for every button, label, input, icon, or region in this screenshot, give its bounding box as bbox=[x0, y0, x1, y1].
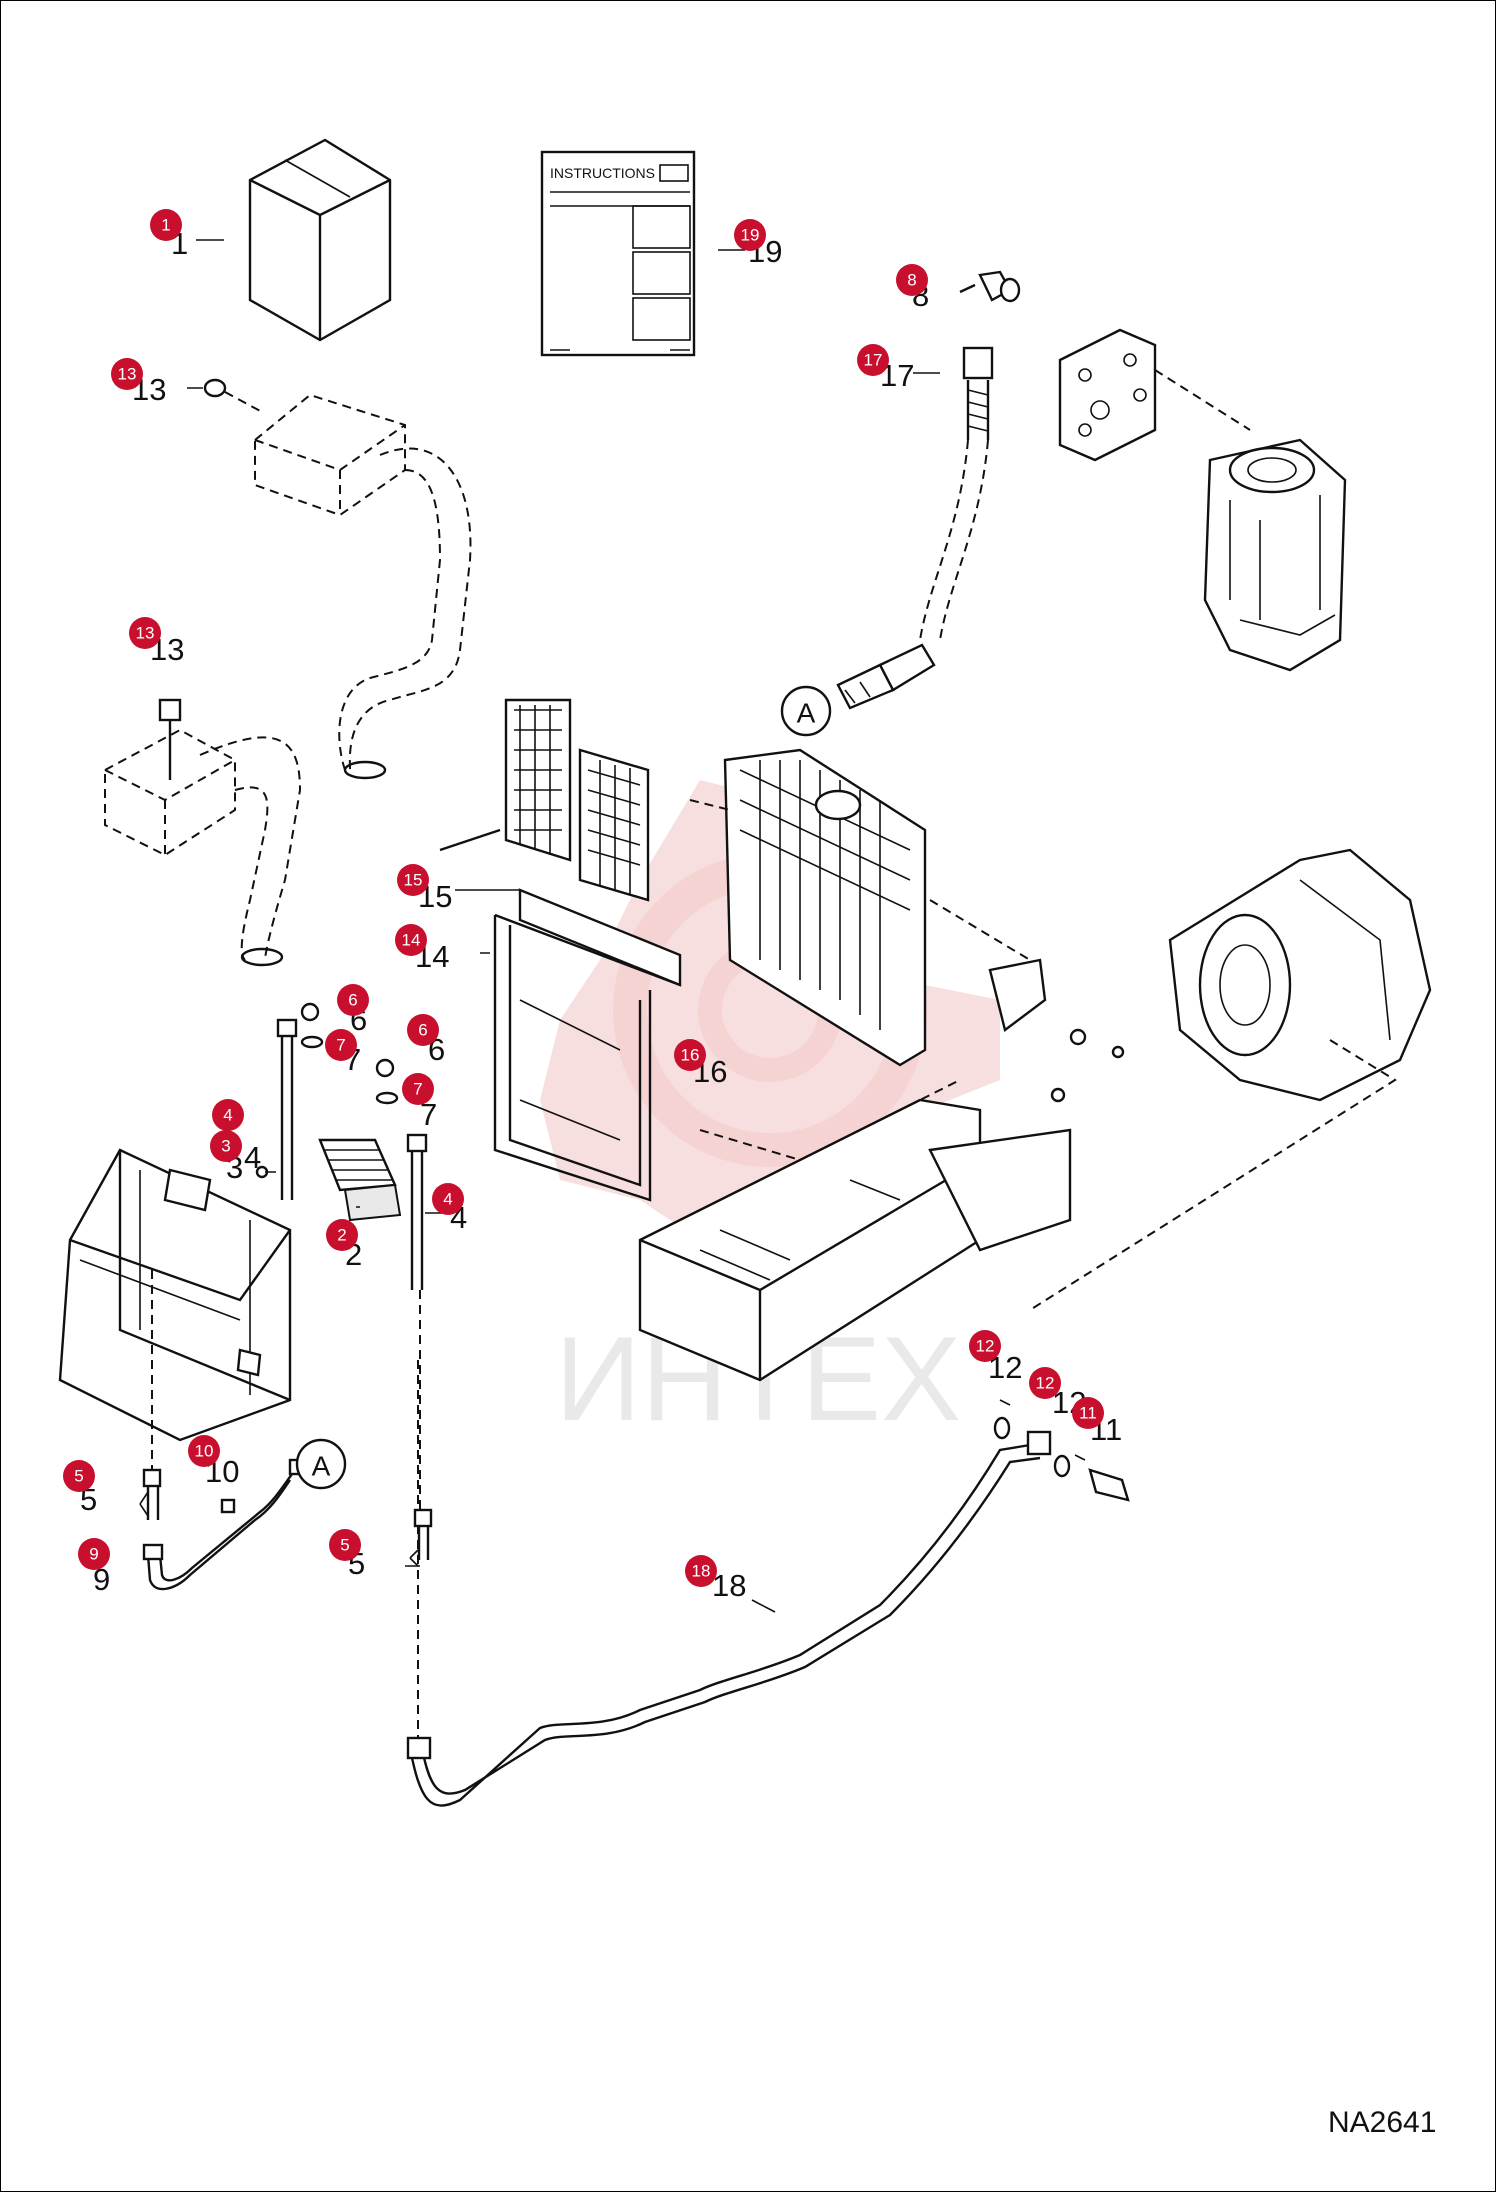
part-radiator bbox=[689, 748, 1031, 1067]
badge-15[interactable]: 15 bbox=[397, 864, 429, 896]
badge-6a-label: 6 bbox=[348, 991, 357, 1010]
badge-7b[interactable]: 7 bbox=[402, 1073, 434, 1105]
drawing-code: NA2641 bbox=[1328, 2106, 1436, 2139]
badge-3[interactable]: 3 bbox=[210, 1130, 242, 1162]
part-box bbox=[248, 138, 392, 342]
part-radiator-shroud bbox=[493, 888, 682, 1202]
badge-12a[interactable]: 12 bbox=[969, 1330, 1001, 1362]
part-bracket bbox=[988, 958, 1125, 1103]
part-hydraulic-hose bbox=[836, 270, 1021, 710]
badge-19[interactable]: 19 bbox=[734, 219, 766, 251]
badge-2-label: 2 bbox=[337, 1226, 346, 1245]
callout-18-number: 18 bbox=[712, 1568, 746, 1603]
part-cooler-tubes bbox=[255, 1002, 428, 1290]
callout-4a-number: 4 bbox=[244, 1140, 261, 1175]
badge-13a-label: 13 bbox=[118, 365, 137, 384]
badge-19-label: 19 bbox=[741, 226, 760, 245]
part-cooler-support-frame bbox=[58, 1148, 292, 1442]
reference-a-bottom: A bbox=[295, 1438, 347, 1490]
reference-a-top-label: A bbox=[797, 698, 816, 729]
part-banjo-bolt bbox=[993, 1399, 1130, 1502]
badge-13b[interactable]: 13 bbox=[129, 617, 161, 649]
badge-10[interactable]: 10 bbox=[188, 1435, 220, 1467]
badge-14-label: 14 bbox=[402, 931, 421, 950]
badge-17[interactable]: 17 bbox=[857, 344, 889, 376]
part-long-tube bbox=[406, 1360, 1052, 1807]
badge-18-label: 18 bbox=[692, 1562, 711, 1581]
part-short-tube bbox=[142, 1458, 306, 1591]
badge-1-label: 1 bbox=[161, 216, 170, 235]
badge-9-label: 9 bbox=[89, 1545, 98, 1564]
instructions-label: INSTRUCTIONS bbox=[550, 165, 655, 181]
badge-11[interactable]: 11 bbox=[1072, 1397, 1104, 1429]
badge-5a[interactable]: 5 bbox=[63, 1460, 95, 1492]
part-grille-screens bbox=[439, 698, 650, 902]
part-hydraulic-pump bbox=[1058, 328, 1347, 672]
callout-9-number: 9 bbox=[93, 1562, 110, 1597]
badge-13b-label: 13 bbox=[136, 624, 155, 643]
badge-4a[interactable]: 4 bbox=[212, 1099, 244, 1131]
badge-6b-label: 6 bbox=[418, 1021, 427, 1040]
part-transmission-housing bbox=[1029, 848, 1432, 1311]
badge-13a[interactable]: 13 bbox=[111, 358, 143, 390]
badge-2[interactable]: 2 bbox=[326, 1219, 358, 1251]
part-instructions-sheet: INSTRUCTIONS bbox=[540, 150, 696, 357]
badge-11-label: 11 bbox=[1079, 1404, 1097, 1423]
badge-6b[interactable]: 6 bbox=[407, 1014, 439, 1046]
reference-a-bottom-label: A bbox=[312, 1451, 331, 1482]
badge-7a[interactable]: 7 bbox=[325, 1029, 357, 1061]
badge-1[interactable]: 1 bbox=[150, 209, 182, 241]
badge-3-label: 3 bbox=[221, 1137, 230, 1156]
badge-12b-label: 12 bbox=[1036, 1374, 1055, 1393]
callout-badges: 1 19 8 17 13 13 15 14 16 6 7 6 7 4 3 4 2… bbox=[63, 209, 1104, 1587]
badge-12a-label: 12 bbox=[976, 1337, 995, 1356]
badge-4b[interactable]: 4 bbox=[432, 1183, 464, 1215]
part-adapter-fittings bbox=[142, 1270, 433, 1560]
reference-a-top: A bbox=[780, 685, 832, 737]
part-oil-cooler bbox=[318, 1138, 402, 1222]
badge-16-label: 16 bbox=[681, 1046, 700, 1065]
badge-8[interactable]: 8 bbox=[896, 264, 928, 296]
badge-10-label: 10 bbox=[195, 1442, 214, 1461]
callout-7b-number: 7 bbox=[420, 1097, 437, 1132]
part-coolant-hose-upper bbox=[203, 378, 472, 780]
badge-17-label: 17 bbox=[864, 351, 883, 370]
badge-14[interactable]: 14 bbox=[395, 924, 427, 956]
part-coolant-hose-lower bbox=[104, 698, 302, 967]
badge-6a[interactable]: 6 bbox=[337, 984, 369, 1016]
badge-7a-label: 7 bbox=[336, 1036, 345, 1055]
badge-8-label: 8 bbox=[907, 271, 916, 290]
badge-18[interactable]: 18 bbox=[685, 1555, 717, 1587]
badge-16[interactable]: 16 bbox=[674, 1039, 706, 1071]
badge-12b[interactable]: 12 bbox=[1029, 1367, 1061, 1399]
badge-15-label: 15 bbox=[404, 871, 423, 890]
badge-7b-label: 7 bbox=[413, 1080, 422, 1099]
badge-4b-label: 4 bbox=[443, 1190, 452, 1209]
badge-5b-label: 5 bbox=[340, 1536, 349, 1555]
badge-4a-label: 4 bbox=[223, 1106, 232, 1125]
badge-9[interactable]: 9 bbox=[78, 1538, 110, 1570]
badge-5a-label: 5 bbox=[74, 1467, 83, 1486]
badge-5b[interactable]: 5 bbox=[329, 1529, 361, 1561]
part-main-frame bbox=[638, 1079, 1072, 1382]
